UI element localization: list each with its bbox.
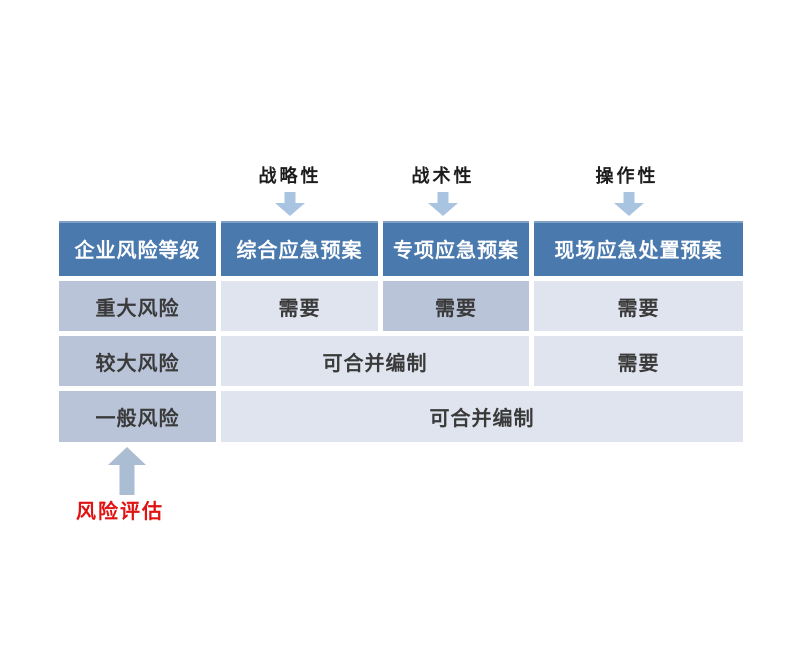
risk-level-cell-larger: 较大风险 — [59, 336, 216, 386]
plan-type-label-strategic: 战略性 — [258, 166, 322, 186]
header-cell-risk-level: 企业风险等级 — [59, 221, 216, 276]
requirement-cell: 需要 — [534, 336, 743, 386]
risk-assessment-label: 风险评估 — [76, 501, 164, 523]
header-cell-onsite-plan: 现场应急处置预案 — [534, 221, 743, 276]
down-arrow-icon — [614, 192, 644, 216]
risk-level-cell-general: 一般风险 — [59, 391, 216, 442]
header-cell-special-plan: 专项应急预案 — [383, 221, 529, 276]
requirement-cell: 需要 — [221, 281, 378, 331]
plan-type-label-tactical: 战术性 — [411, 166, 475, 186]
down-arrow-icon — [428, 192, 458, 216]
requirement-cell-highlighted: 需要 — [383, 281, 529, 331]
requirement-cell-merged: 可合并编制 — [221, 336, 529, 386]
requirement-cell-merged: 可合并编制 — [221, 391, 743, 442]
risk-plan-matrix-table: 企业风险等级 综合应急预案 专项应急预案 现场应急处置预案 重大风险 需要 需要… — [59, 221, 743, 442]
requirement-cell: 需要 — [534, 281, 743, 331]
risk-level-cell-major: 重大风险 — [59, 281, 216, 331]
header-cell-comprehensive-plan: 综合应急预案 — [221, 221, 378, 276]
plan-type-label-operational: 操作性 — [595, 166, 659, 186]
down-arrow-icon — [275, 192, 305, 216]
up-arrow-icon — [108, 447, 146, 495]
